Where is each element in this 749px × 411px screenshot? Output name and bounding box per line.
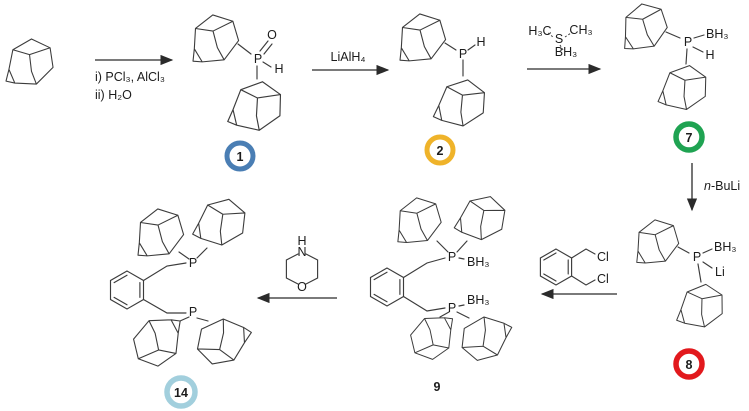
- structure-compound-14: P P 14: [109, 192, 253, 409]
- reagent-h3c: H₃C: [528, 24, 551, 38]
- badge-circle-2: [424, 134, 456, 166]
- arrow-step6: H N O: [256, 234, 337, 304]
- atom-phosphorus: P: [254, 52, 262, 66]
- arrow-step5: Cl Cl: [539, 248, 617, 300]
- atom-phosphorus: P: [693, 250, 701, 264]
- bonds: [665, 31, 705, 65]
- badge-circle-14: [164, 375, 198, 409]
- bonds: [444, 42, 476, 77]
- bonds: [677, 246, 713, 283]
- atom-phosphorus: P: [448, 250, 456, 264]
- adamantyl-cage: [131, 205, 187, 259]
- compound-14-badge: 14: [164, 375, 198, 409]
- compound-7-badge: 7: [673, 121, 705, 153]
- aromatic-double-bonds: [373, 271, 401, 303]
- benzene-ring: [539, 248, 573, 286]
- atom-lithium: Li: [715, 265, 725, 279]
- adamantyl-cage: [191, 192, 251, 250]
- bonds: [402, 240, 470, 319]
- atom-phosphorus: P: [189, 305, 197, 319]
- adamantane-cage: [5, 38, 54, 85]
- adamantyl-cage: [226, 76, 286, 134]
- compound-number-14: 14: [174, 386, 188, 400]
- compound-number-7: 7: [686, 131, 693, 145]
- badge-circle-7: [673, 121, 705, 153]
- aromatic-double-bonds: [543, 252, 569, 282]
- adamantyl-cage: [456, 312, 514, 368]
- reagent-bh3: BH₃: [555, 45, 577, 59]
- atom-hydrogen: H: [705, 48, 714, 62]
- compound-number-9: 9: [434, 380, 441, 394]
- atom-phosphorus: P: [189, 256, 197, 270]
- compound-number-8: 8: [686, 358, 693, 372]
- structure-compound-9: P BH₃ P BH₃ 9: [369, 188, 514, 394]
- atom-phosphorus: P: [459, 47, 467, 61]
- reagent-nbuli-n: n: [704, 179, 711, 193]
- adamantyl-cage: [617, 0, 671, 52]
- badge-circle-1: [224, 140, 256, 172]
- adamantyl-cage: [131, 317, 185, 369]
- badge-circle-8: [673, 348, 705, 380]
- adamantyl-cage: [393, 10, 449, 64]
- adamantyl-cage: [391, 194, 444, 246]
- compound-2-badge: 2: [424, 134, 456, 166]
- adamantyl-cage: [630, 216, 682, 266]
- atom-oxygen: O: [267, 28, 277, 42]
- atom-phosphorus: P: [448, 301, 456, 315]
- reagent-pcl3-alcl3: i) PCl₃, AlCl₃: [95, 70, 165, 84]
- arrow-step1: i) PCl₃, AlCl₃ ii) H₂O: [95, 54, 174, 102]
- coordination-bonds: [547, 32, 572, 51]
- atom-nitrogen: N: [297, 245, 306, 259]
- benzene-ring: [369, 267, 405, 307]
- structure-adamantane-start: [5, 38, 54, 85]
- atom-chlorine: Cl: [597, 250, 609, 264]
- adamantyl-cage: [675, 280, 727, 330]
- reagent-ch3: CH₃: [569, 23, 592, 37]
- reagent-nbuli-buli: -BuLi: [711, 179, 740, 193]
- atom-hydrogen: H: [297, 234, 306, 248]
- bonds: [237, 40, 273, 80]
- atom-hydrogen: H: [274, 62, 283, 76]
- aromatic-double-bonds: [113, 274, 141, 306]
- compound-8-badge: 8: [673, 348, 705, 380]
- chloromethyl-arms: [571, 248, 596, 286]
- structure-compound-1: P O H 1: [186, 11, 286, 172]
- compound-1-badge: 1: [224, 140, 256, 172]
- structure-compound-7: P BH₃ H 7: [617, 0, 728, 153]
- structure-compound-8: P BH₃ Li 8: [630, 216, 736, 380]
- group-borane: BH₃: [467, 293, 489, 307]
- benzene-ring: [109, 270, 145, 310]
- adamantyl-cage: [408, 315, 457, 362]
- adamantyl-cage: [432, 73, 490, 131]
- compound-number-2: 2: [437, 144, 444, 158]
- group-borane: BH₃: [706, 27, 728, 41]
- atom-hydrogen: H: [476, 35, 485, 49]
- adamantyl-cage: [186, 11, 242, 65]
- atom-oxygen: O: [297, 280, 307, 294]
- reagent-bischloromethylbenzene: Cl Cl: [539, 248, 609, 286]
- adamantyl-cage: [657, 60, 711, 113]
- compound-number-1: 1: [237, 150, 244, 164]
- atom-chlorine: Cl: [597, 272, 609, 286]
- arrow-step3: H₃C S CH₃ BH₃: [527, 23, 602, 75]
- reagent-nbuli: n-BuLi: [704, 179, 740, 193]
- structure-compound-2: P H 2: [393, 10, 490, 166]
- reagent-sulfur: S: [555, 32, 563, 46]
- morpholine-ring: [285, 253, 319, 285]
- bonds: [142, 247, 209, 322]
- group-borane: BH₃: [714, 240, 736, 254]
- arrow-step4: n-BuLi: [686, 163, 740, 212]
- reagent-morpholine: H N O: [285, 234, 319, 294]
- arrow-step2: LiAlH₄: [312, 50, 390, 76]
- group-borane: BH₃: [467, 255, 489, 269]
- reagent-lialh4: LiAlH₄: [331, 50, 366, 64]
- atom-phosphorus: P: [684, 35, 692, 49]
- reagent-h2o: ii) H₂O: [95, 88, 132, 102]
- adamantyl-cage: [452, 188, 511, 246]
- adamantyl-cage: [191, 312, 253, 374]
